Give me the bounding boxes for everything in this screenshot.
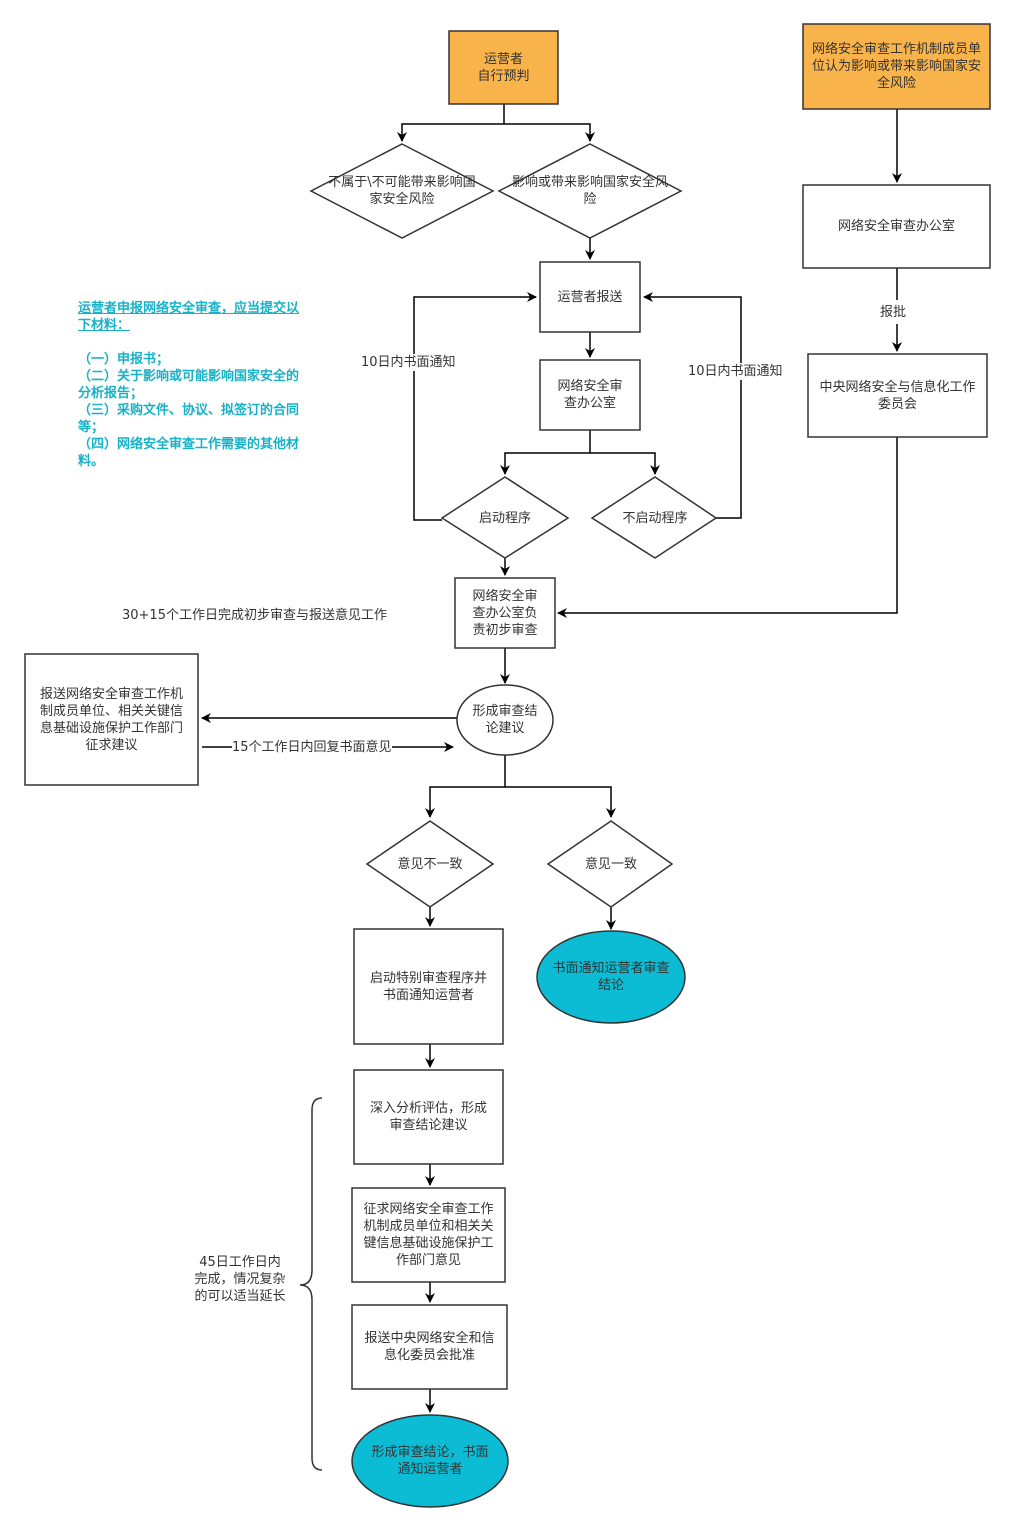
special-review-box — [353, 928, 504, 1045]
risk-text: 影响或带来影响国家安全风险 — [511, 175, 668, 207]
edge-form-split-right — [505, 786, 616, 818]
no-start-procedure-text: 不启动程序 — [622, 510, 688, 526]
risk-diamond — [497, 143, 683, 239]
final-conclusion-ellipse — [351, 1414, 509, 1508]
working-body-member-text: 网络安全审查工作机制成员单位认为影响或带来影响国家安全风险 — [811, 42, 981, 91]
not-risk-diamond — [309, 143, 495, 239]
start-procedure-text: 启动程序 — [478, 510, 531, 526]
preliminary-review-box — [454, 577, 556, 649]
submit-central-box — [351, 1304, 508, 1390]
start-procedure-diamond — [440, 476, 570, 559]
time-brace — [299, 1097, 323, 1471]
working-body-member-box — [802, 23, 991, 110]
deep-analysis-text: 深入分析评估，形成审查结论建议 — [369, 1101, 487, 1133]
days-45-label: 45日工作日内 完成，情况复杂 的可以适当延长 — [194, 1255, 286, 1304]
notify-10-right-label: 10日内书面通知 — [688, 363, 783, 380]
review-office-text: 网络安全审 查办公室 — [557, 379, 623, 411]
approve-label: 报批 — [880, 304, 907, 321]
disagree-text: 意见不一致 — [397, 856, 463, 872]
preliminary-days-label: 30+15个工作日完成初步审查与报送意见工作 — [122, 608, 387, 623]
form-conclusion-text: 形成审查结 论建议 — [472, 704, 538, 736]
notify-conclusion-ellipse — [536, 930, 686, 1024]
no-start-procedure-diamond — [590, 476, 718, 559]
final-conclusion-text: 形成审查结论，书面通知运营者 — [371, 1445, 489, 1477]
deep-analysis-box — [353, 1069, 504, 1165]
notify-10-left-label: 10日内书面通知 — [361, 354, 456, 371]
edge-office-split-right — [590, 452, 660, 475]
edge-nostart-loop — [643, 292, 742, 519]
review-office-top-box — [802, 184, 991, 269]
materials-note-item: （三）采购文件、协议、拟签订的合同等； — [78, 403, 300, 435]
review-office-top-text: 网络安全审查办公室 — [837, 219, 955, 234]
operator-self-judge-box — [448, 30, 559, 105]
reply-15-label: 15个工作日内回复书面意见 — [232, 739, 392, 756]
materials-note-item: （四）网络安全审查工作需要的其他材料。 — [78, 437, 300, 469]
send-for-opinion-text: 报送网络安全审查工作机制成员单位、相关关键信息基础设施保护工作部门征求建议 — [39, 686, 183, 753]
central-committee-box — [807, 353, 988, 438]
edge-start-loop — [413, 292, 537, 521]
central-committee-text: 中央网络安全与信息化工作委员会 — [819, 379, 976, 412]
materials-note: 运营者申报网络安全审查，应当提交以下材料： （一）申报书； （二）关于影响或可能… — [78, 300, 310, 470]
edge-split-to-not-risk — [397, 123, 504, 142]
not-risk-text: 不属于\不可能带来影响国家安全风险 — [328, 175, 476, 207]
solicit-opinion-box — [351, 1187, 506, 1283]
operator-submit-text: 运营者报送 — [557, 289, 623, 305]
edge-form-split — [425, 755, 506, 818]
review-office-box — [539, 359, 641, 431]
disagree-diamond — [365, 820, 495, 908]
materials-note-item: （一）申报书； — [78, 352, 170, 367]
submit-central-text: 报送中央网络安全和信息化委员会批准 — [364, 1331, 495, 1363]
send-for-opinion-box — [24, 653, 199, 786]
edge-split-to-risk — [504, 123, 595, 142]
materials-note-title: 运营者申报网络安全审查，应当提交以下材料： — [78, 301, 300, 333]
operator-submit-box — [539, 261, 641, 333]
agree-text: 意见一致 — [584, 856, 637, 872]
edge-office-split — [500, 430, 591, 475]
preliminary-review-text: 网络安全审 查办公室负 责初步审查 — [472, 588, 538, 638]
form-conclusion-ellipse — [456, 684, 554, 756]
edge-central-to-preliminary — [557, 437, 898, 618]
agree-diamond — [546, 820, 674, 908]
materials-note-item: （二）关于影响或可能影响国家安全的分析报告； — [78, 369, 300, 401]
operator-self-judge-text: 运营者 自行预判 — [477, 51, 530, 84]
notify-conclusion-text: 书面通知运营者审查结论 — [552, 961, 670, 993]
solicit-opinion-text: 征求网络安全审查工作机制成员单位和相关关键信息基础设施保护工作部门意见 — [363, 1202, 494, 1268]
special-review-text: 启动特别审查程序并书面通知运营者 — [369, 970, 487, 1003]
